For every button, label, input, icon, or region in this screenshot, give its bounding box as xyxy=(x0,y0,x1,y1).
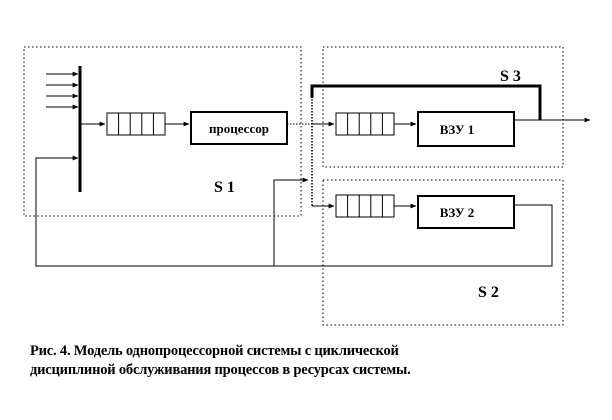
s3-bypass-line xyxy=(310,84,542,120)
caption-line-1: Рис. 4. Модель однопроцессорной системы … xyxy=(30,343,399,359)
vzu1-box xyxy=(417,111,515,147)
vzu1-label: ВЗУ 1 xyxy=(440,122,475,137)
vzu2-label: ВЗУ 2 xyxy=(440,205,475,220)
queue-1 xyxy=(106,112,166,136)
queue-2 xyxy=(335,112,395,136)
input-arrows xyxy=(46,71,79,110)
queue-3 xyxy=(335,194,395,218)
feedback-loop-line xyxy=(35,155,553,267)
subsystem-s2-label: S 2 xyxy=(478,284,499,301)
figure-caption: Рис. 4. Модель однопроцессорной системы … xyxy=(30,342,590,380)
subsystem-s1-boundary xyxy=(23,46,302,217)
caption-line-2: дисциплиной обслуживания процессов в рес… xyxy=(30,362,411,378)
vzu2-box xyxy=(417,195,515,229)
processor-label: процессор xyxy=(209,121,269,136)
subsystem-s1-label: S 1 xyxy=(214,179,235,196)
subsystem-s3-boundary xyxy=(322,46,564,168)
s1-return-line xyxy=(273,177,309,266)
subsystem-s2-boundary xyxy=(322,179,564,326)
subsystem-s3-label: S 3 xyxy=(500,68,521,85)
processor-box xyxy=(190,111,288,145)
